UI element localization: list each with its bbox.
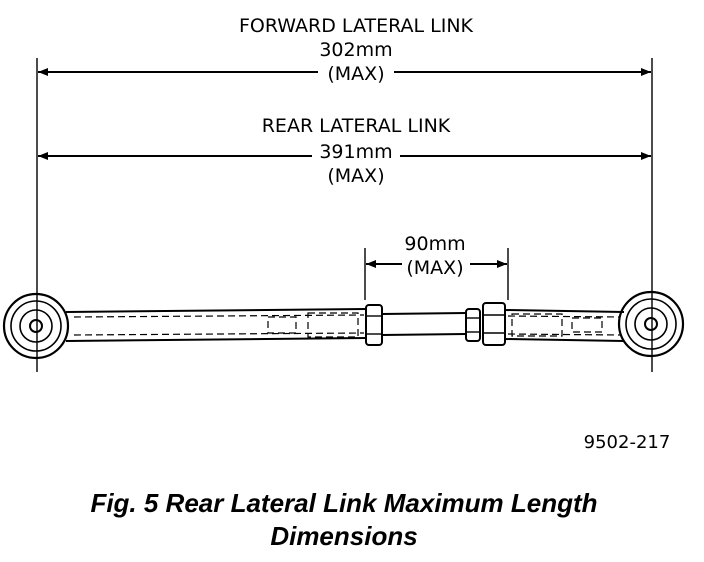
right-bushing-eye — [617, 290, 685, 358]
rear-link-length: 391mm — [319, 141, 392, 163]
right-link-tube — [504, 309, 625, 342]
center-threaded-rod — [381, 312, 467, 336]
figure-caption-line-1: Fig. 5 Rear Lateral Link Maximum Length — [90, 488, 597, 518]
forward-link-length: 302mm — [319, 39, 392, 61]
left-bushing-eye — [2, 292, 70, 360]
adjuster-length: 90mm — [404, 233, 465, 255]
adjuster-limit: (MAX) — [406, 257, 463, 279]
left-link-tube — [65, 308, 367, 342]
rear-link-limit: (MAX) — [327, 165, 384, 187]
figure-number: 9502-217 — [584, 432, 671, 453]
left-adjuster-nut — [365, 304, 383, 346]
forward-link-title: FORWARD LATERAL LINK — [239, 15, 474, 37]
forward-link-limit: (MAX) — [327, 63, 384, 85]
rear-link-title: REAR LATERAL LINK — [262, 115, 451, 137]
right-adjuster-nut — [465, 302, 506, 346]
lateral-link-assembly — [2, 290, 685, 360]
figure-caption-line-2: Dimensions — [270, 521, 417, 551]
